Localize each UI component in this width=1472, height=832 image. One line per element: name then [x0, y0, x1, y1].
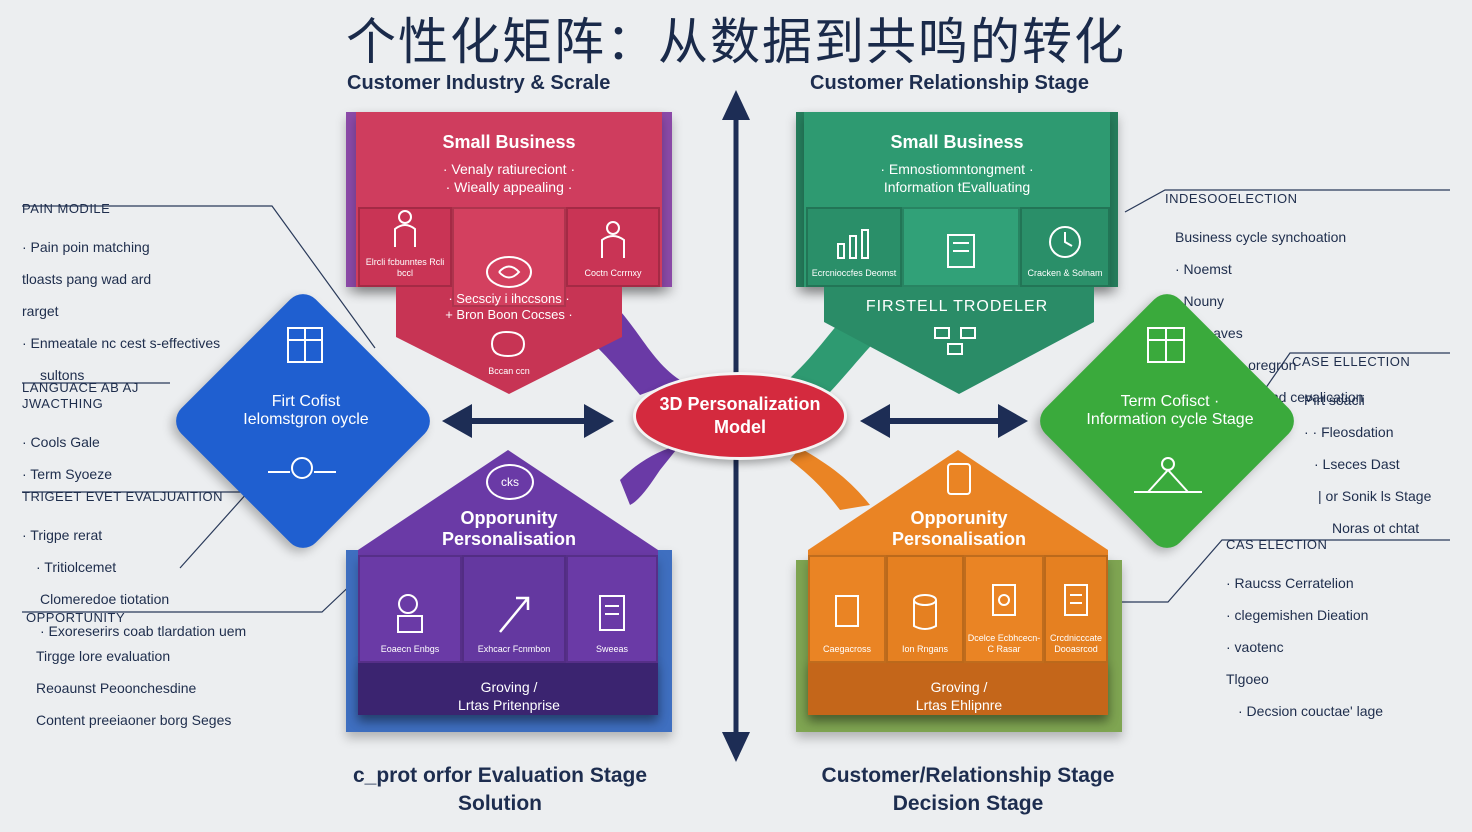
axis-arrow-down-icon: [722, 732, 750, 762]
document-network-icon: [947, 234, 975, 268]
cell: Ecrcnioccfes Deomst: [806, 207, 902, 287]
note-opportunity: OPPORTUNITY Tirgge lore evaluation Reoau…: [26, 610, 232, 728]
block-title: Personalisation: [891, 529, 1027, 549]
footer-left-line2: Solution: [458, 792, 542, 815]
person-icon: [394, 210, 416, 247]
block-text: Lrtas Ehlipnre: [915, 697, 1003, 713]
building-people-icon: [287, 327, 323, 363]
block-subtitle: · Wieally appealing ·: [445, 179, 573, 195]
header-top-right: Customer Relationship Stage: [810, 72, 1089, 94]
center-model-badge: 3D Personalization Model: [633, 372, 847, 460]
block-small-business-red: Small Business · Venaly ratiureciont · ·…: [346, 112, 672, 397]
hand-document-icon: [397, 594, 423, 633]
footer-left: c_prot orfor Evaluation Stage Solution: [300, 762, 700, 818]
diamond-text: Firt Cofist: [271, 393, 341, 410]
people-network-icon: [1134, 457, 1202, 493]
logo-badge: cks: [486, 464, 534, 500]
block-title: Opporunity: [910, 508, 1008, 528]
arrow-right-icon: [998, 404, 1028, 438]
cell: Cracken & Solnam: [1020, 207, 1110, 287]
cell: [902, 207, 1020, 287]
footer-right: Customer/Relationship Stage Decision Sta…: [768, 762, 1168, 818]
footer-left-line1: c_prot orfor Evaluation Stage: [352, 764, 648, 787]
cell: Elrcli fcbunntes Rcli bccl: [358, 207, 452, 287]
block-text: Groving /: [930, 679, 988, 695]
chart-arrow-icon: [499, 596, 530, 633]
note-trigger: TRIGEET EVET EVALJUAITION · Trigpe rerat…: [22, 489, 247, 639]
block-opportunity-orange: Opporunity Personalisation Caegacross Io…: [796, 450, 1122, 735]
checklist-icon: [1064, 584, 1088, 616]
arrow-left-icon: [442, 404, 472, 438]
clock-icon: [1049, 226, 1081, 258]
diamond-text: Information cycle Stage: [1086, 411, 1254, 428]
cell: Caegacross: [808, 555, 886, 663]
footer-right-line1: Customer/Relationship Stage: [821, 764, 1115, 787]
block-text: Bccan ccn: [488, 366, 530, 376]
brain-icon: [486, 256, 532, 288]
cell: Dcelce Ecbhcecn-C Rasar: [964, 555, 1044, 663]
document-gear-icon: [992, 584, 1016, 616]
cell: Exhcacr Fcnmbon: [462, 555, 566, 663]
block-text: Lrtas Pritenprise: [458, 697, 560, 713]
page-title: 个性化矩阵：从数据到共鸣的转化: [346, 13, 1126, 71]
axis-arrow-up-icon: [722, 90, 750, 120]
block-text: + Bron Boon Cocses ·: [445, 307, 573, 322]
block-small-business-green: Small Business · Emnostiomntongment · In…: [796, 112, 1118, 397]
note-pain-module: PAIN MODILE · Pain poin matching tloasts…: [22, 201, 221, 383]
block-subtitle: Information tEvalluating: [883, 179, 1031, 195]
footer-right-line2: Decision Stage: [892, 792, 1044, 815]
document-icon: [835, 595, 859, 627]
block-text: · Secsciy i ihccsons ·: [448, 291, 570, 306]
block-title: Personalisation: [441, 529, 577, 549]
note-case-election: CASE ELLECTION Pirt soacli · · Fleosdati…: [1292, 354, 1432, 536]
note-language: LANGUACE AB AJ JWACTHING · Cools Gale · …: [22, 380, 139, 482]
brain-icon: [491, 330, 526, 358]
document-stack-icon: [599, 595, 625, 631]
block-subtitle: · Emnostiomntongment ·: [880, 161, 1034, 177]
block-subtitle: · Venaly ratiureciont ·: [442, 161, 576, 177]
block-title: Small Business: [442, 132, 576, 152]
block-title: Opporunity: [460, 508, 558, 528]
flow-cycle-icon: [268, 457, 336, 479]
header-top-left: Customer Industry & Scrale: [347, 72, 611, 94]
block-text: Groving /: [480, 679, 538, 695]
arrow-right-icon: [584, 404, 614, 438]
flowchart-icon: [934, 327, 976, 355]
center-line1: 3D Personalization: [659, 394, 821, 414]
purple-connector-bottom: [620, 445, 680, 505]
person-group-icon: [601, 221, 625, 258]
arrow-left-icon: [860, 404, 890, 438]
cell: Crcdnicccate Dooasrcod: [1044, 555, 1108, 663]
cell: Sweeas: [566, 555, 658, 663]
building-people-icon: [1147, 327, 1185, 363]
block-title: Small Business: [890, 132, 1024, 152]
cell: Ion Rngans: [886, 555, 964, 663]
document-icon: [947, 463, 971, 495]
diamond-text: Ielomstgron oycle: [243, 411, 369, 428]
block-opportunity-purple: cks Opporunity Personalisation Eoaecn En…: [346, 450, 672, 735]
cell: Eoaecn Enbgs: [358, 555, 462, 663]
cell: [452, 207, 566, 307]
note-cas-election: CAS ELECTION · Raucss Cerratelion · cleg…: [1226, 537, 1384, 719]
database-icon: [913, 594, 937, 630]
diamond-text: Term Cofisct ·: [1120, 393, 1220, 410]
block-banner: FIRSTELL TRODELER: [865, 298, 1049, 315]
cell: Coctn Ccrrnxy: [566, 207, 660, 287]
bar-chart-icon: [837, 229, 869, 259]
orange-connector: [790, 448, 870, 510]
center-line2: Model: [714, 417, 766, 437]
